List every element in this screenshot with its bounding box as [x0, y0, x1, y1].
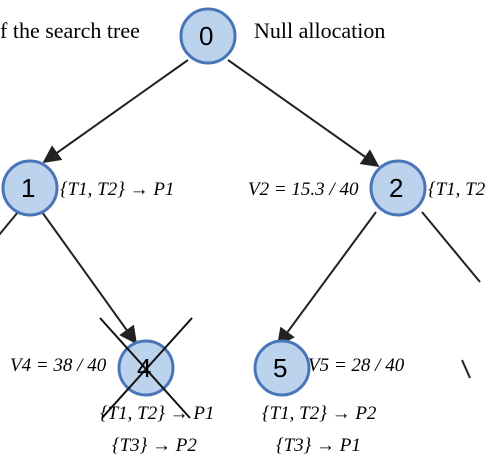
node-5-circle: [253, 339, 311, 397]
search-tree-caption: f the search tree: [0, 18, 140, 43]
node-4-cross-line-b: [101, 317, 193, 419]
node-1-label: 1: [21, 173, 36, 203]
node-4-value: V4 = 38 / 40: [10, 355, 107, 376]
node-1-circle: [1, 159, 59, 217]
node-2-circle: [369, 159, 427, 217]
node-5-allocation-1: {T1, T2} → P2: [262, 403, 377, 424]
edge-0-to-1: [42, 59, 189, 164]
node-4-allocation-1: {T1, T2} → P1: [100, 403, 215, 424]
node-5-label: 5: [273, 353, 288, 383]
edge-2-to-5: [276, 211, 377, 347]
node-4-label: 4: [137, 353, 152, 383]
node-2-label: 2: [389, 173, 404, 203]
edge-1-to-4: [41, 211, 138, 345]
node-4-allocation-2: {T3} → P2: [112, 435, 197, 456]
edge-1-left-offscreen: [0, 211, 19, 236]
node-4-cross-line-a: [99, 317, 191, 419]
node-2-value: V2 = 15.3 / 40: [248, 179, 359, 200]
edge-right-offscreen-stub: [461, 359, 471, 379]
node-2-allocation: {T1, T2: [428, 179, 485, 200]
search-tree-diagram: f the search tree Null allocation 0 1 2 …: [0, 7, 485, 456]
node-1-allocation: {T1, T2} → P1: [60, 179, 175, 200]
tree-graphics: [0, 7, 481, 419]
node-5-value: V5 = 28 / 40: [308, 355, 405, 376]
null-allocation-caption: Null allocation: [254, 18, 386, 43]
node-0-circle: [179, 7, 237, 65]
node-0-label: 0: [199, 21, 214, 51]
edge-0-to-2: [227, 59, 380, 168]
edge-2-right-offscreen: [421, 211, 481, 283]
node-5-allocation-2: {T3} → P1: [276, 435, 361, 456]
